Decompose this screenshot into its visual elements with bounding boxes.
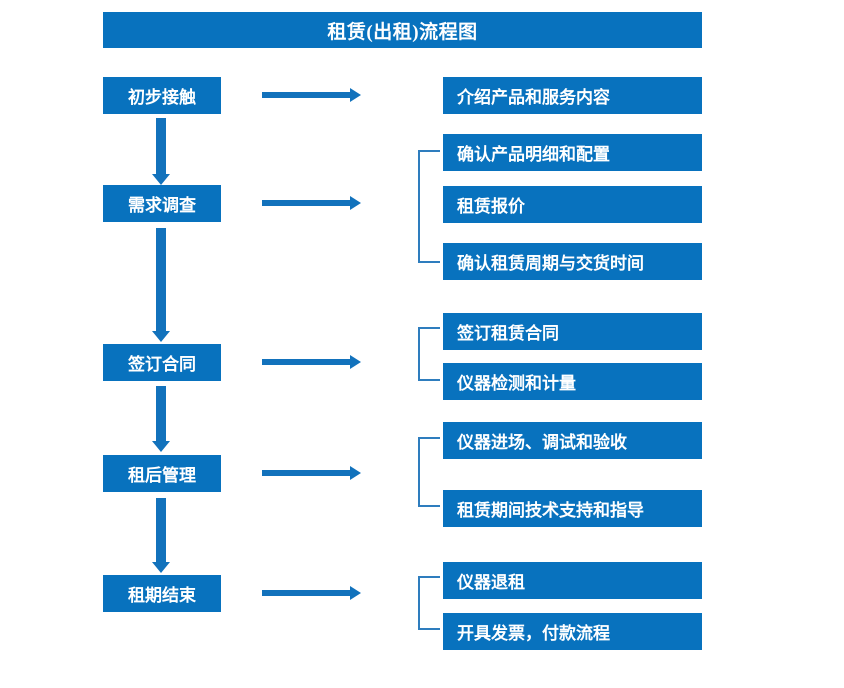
group-bracket-icon-3 bbox=[418, 327, 440, 381]
detail-box-2-3[interactable]: 确认租赁周期与交货时间 bbox=[443, 243, 702, 280]
right-arrow-icon-1 bbox=[262, 92, 350, 98]
stage-box-1[interactable]: 初步接触 bbox=[103, 77, 221, 114]
stage-box-3[interactable]: 签订合同 bbox=[103, 344, 221, 381]
right-arrow-icon-2 bbox=[262, 200, 350, 206]
detail-box-3-1[interactable]: 签订租赁合同 bbox=[443, 313, 702, 350]
stage-box-2[interactable]: 需求调查 bbox=[103, 185, 221, 222]
stage-box-5[interactable]: 租期结束 bbox=[103, 575, 221, 612]
stage-box-4[interactable]: 租后管理 bbox=[103, 455, 221, 492]
detail-box-1-1[interactable]: 介绍产品和服务内容 bbox=[443, 77, 702, 114]
right-arrow-icon-5 bbox=[262, 590, 350, 596]
group-bracket-icon-5 bbox=[418, 576, 440, 630]
right-arrow-icon-4 bbox=[262, 470, 350, 476]
detail-box-2-2[interactable]: 租赁报价 bbox=[443, 186, 702, 223]
right-arrow-icon-3 bbox=[262, 359, 350, 365]
detail-box-5-1[interactable]: 仪器退租 bbox=[443, 562, 702, 599]
down-arrow-icon-2-to-3 bbox=[156, 228, 166, 331]
page-title: 租赁(出租)流程图 bbox=[103, 12, 702, 48]
detail-box-3-2[interactable]: 仪器检测和计量 bbox=[443, 363, 702, 400]
down-arrow-icon-4-to-5 bbox=[156, 498, 166, 562]
detail-box-5-2[interactable]: 开具发票，付款流程 bbox=[443, 613, 702, 650]
group-bracket-icon-2 bbox=[418, 150, 440, 263]
detail-box-2-1[interactable]: 确认产品明细和配置 bbox=[443, 134, 702, 171]
down-arrow-icon-1-to-2 bbox=[156, 118, 166, 174]
detail-box-4-2[interactable]: 租赁期间技术支持和指导 bbox=[443, 490, 702, 527]
down-arrow-icon-3-to-4 bbox=[156, 386, 166, 441]
detail-box-4-1[interactable]: 仪器进场、调试和验收 bbox=[443, 422, 702, 459]
group-bracket-icon-4 bbox=[418, 437, 440, 507]
